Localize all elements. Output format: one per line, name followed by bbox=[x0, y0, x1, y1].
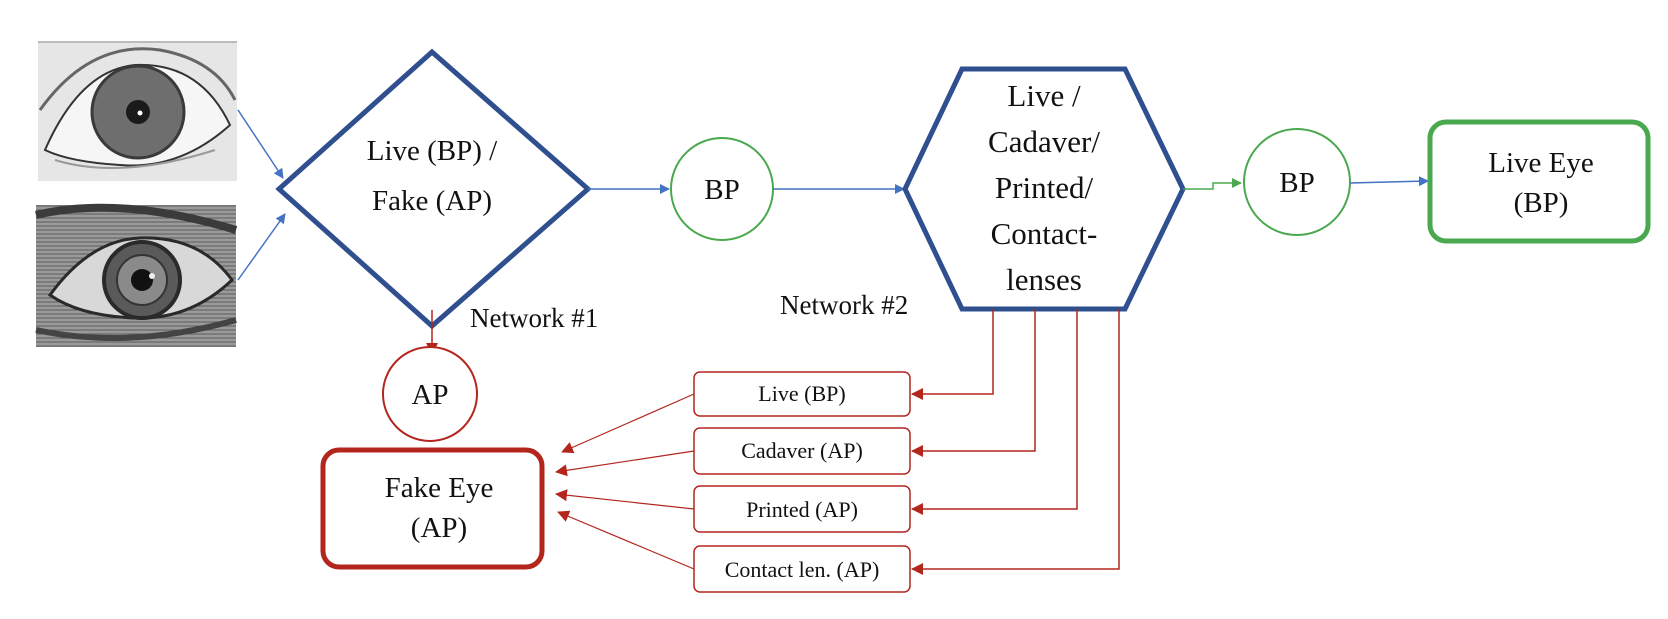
arrow-photo2-to-network1 bbox=[237, 213, 286, 281]
arrow-network2-to-class-cadaver bbox=[911, 309, 1036, 457]
bp1-label: BP bbox=[704, 174, 739, 206]
live-eye-line-2: (BP) bbox=[1514, 187, 1569, 219]
class-box-cadaver: Cadaver (AP) bbox=[693, 427, 911, 475]
arrow-class-live-to-fake-eye bbox=[561, 393, 695, 454]
network2-line-4: Contact- bbox=[991, 216, 1098, 251]
live-eye-photo bbox=[38, 41, 237, 181]
class-cadaver-label: Cadaver (AP) bbox=[741, 438, 863, 463]
arrow-network2-to-bp2 bbox=[1183, 178, 1242, 190]
network1-label: Network #1 bbox=[470, 303, 598, 333]
network2-line-2: Cadaver/ bbox=[988, 124, 1100, 159]
class-live-label: Live (BP) bbox=[758, 381, 845, 406]
network1-line-1: Live (BP) / bbox=[367, 135, 498, 167]
bp2-label: BP bbox=[1279, 167, 1314, 199]
ap-node: AP bbox=[382, 346, 478, 442]
fake-eye-box: Fake Eye (AP) bbox=[320, 447, 545, 570]
network2-line-5: lenses bbox=[1006, 262, 1082, 297]
arrow-bp2-to-live-eye bbox=[1349, 176, 1429, 187]
fake-eye-line-2: (AP) bbox=[411, 512, 467, 544]
arrow-class-printed-to-fake-eye bbox=[555, 489, 695, 510]
class-printed-label: Printed (AP) bbox=[746, 497, 858, 522]
network1-line-2: Fake (AP) bbox=[372, 185, 492, 217]
network1-diamond: Live (BP) / Fake (AP) bbox=[275, 48, 592, 330]
bp2-node: BP bbox=[1243, 128, 1351, 236]
class-box-contact: Contact len. (AP) bbox=[693, 545, 911, 593]
class-box-printed: Printed (AP) bbox=[693, 485, 911, 533]
live-eye-box: Live Eye (BP) bbox=[1427, 119, 1651, 244]
arrow-network2-to-class-printed bbox=[911, 309, 1078, 515]
network2-line-1: Live / bbox=[1007, 78, 1081, 113]
ap-label: AP bbox=[411, 379, 448, 411]
network2-label: Network #2 bbox=[780, 290, 908, 320]
arrow-class-cadaver-to-fake-eye bbox=[555, 450, 695, 477]
arrow-class-contact-to-fake-eye bbox=[557, 510, 695, 570]
arrow-photo1-to-network1 bbox=[237, 109, 284, 179]
fake-eye-line-1: Fake Eye bbox=[385, 472, 494, 504]
arrow-network2-to-class-live bbox=[911, 309, 994, 400]
class-box-live: Live (BP) bbox=[693, 371, 911, 417]
live-eye-line-1: Live Eye bbox=[1488, 147, 1593, 179]
fake-eye-photo bbox=[35, 203, 238, 347]
arrow-network2-to-class-contact bbox=[911, 309, 1120, 575]
class-contact-label: Contact len. (AP) bbox=[725, 557, 880, 582]
network2-hexagon: Live / Cadaver/ Printed/ Contact- lenses bbox=[902, 66, 1186, 312]
network2-line-3: Printed/ bbox=[995, 170, 1094, 205]
bp1-node: BP bbox=[670, 137, 774, 241]
